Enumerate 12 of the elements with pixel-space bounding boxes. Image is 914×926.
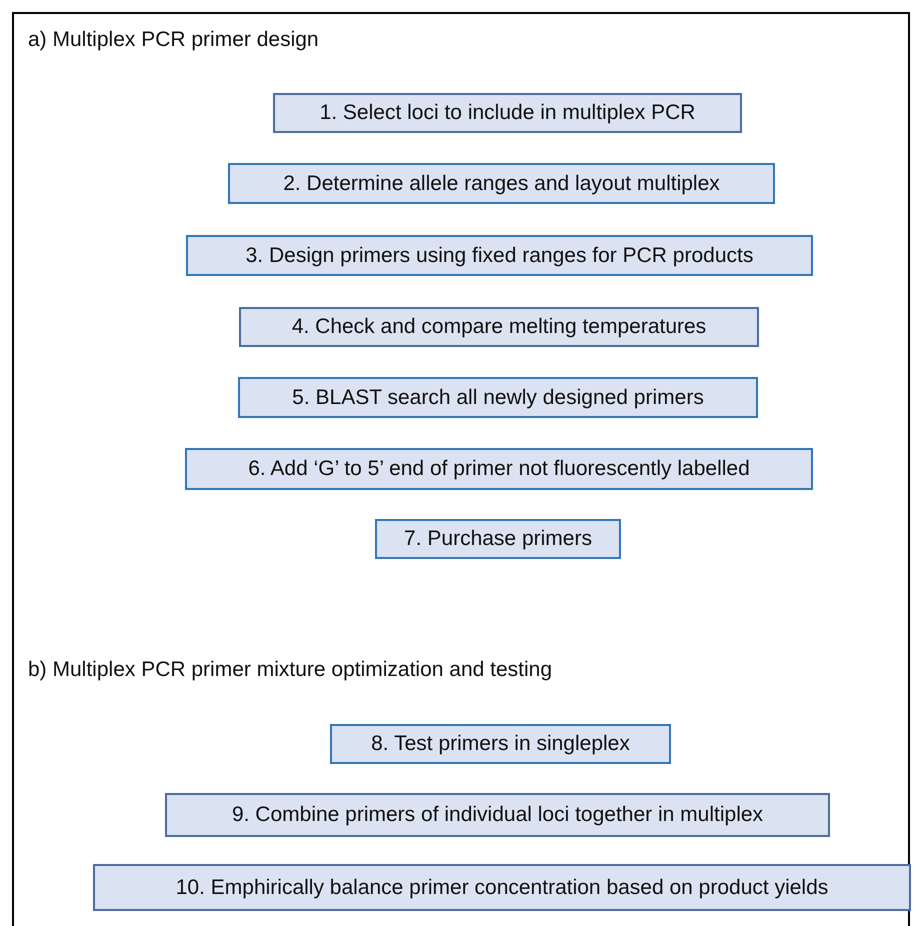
section-heading: a) Multiplex PCR primer design <box>28 28 319 52</box>
step-box: 10. Emphirically balance primer concentration based on product yields <box>93 864 911 911</box>
step-box: 2. Determine allele ranges and layout multiplex <box>228 163 775 204</box>
step-box: 9. Combine primers of individual loci together in multiplex <box>165 793 830 837</box>
step-box: 6. Add ‘G’ to 5’ end of primer not fluorescently labelled <box>185 448 813 490</box>
step-box: 8. Test primers in singleplex <box>330 724 671 764</box>
step-box: 3. Design primers using fixed ranges for PCR products <box>186 235 813 276</box>
step-box: 4. Check and compare melting temperatures <box>239 307 759 347</box>
step-box: 5. BLAST search all newly designed primers <box>238 377 758 418</box>
section-heading: b) Multiplex PCR primer mixture optimization and testing <box>28 658 552 682</box>
step-box: 7. Purchase primers <box>375 519 621 559</box>
step-box: 1. Select loci to include in multiplex PCR <box>273 93 742 133</box>
